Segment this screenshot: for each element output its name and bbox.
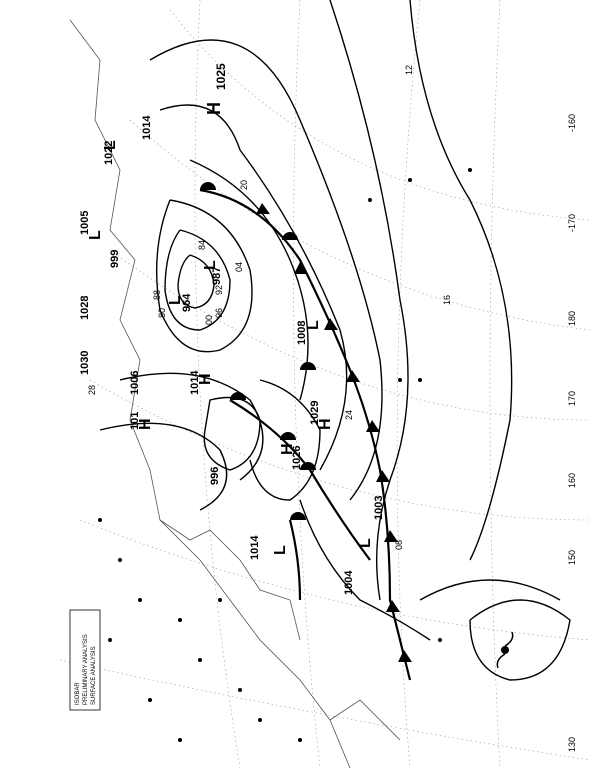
low-marker: L xyxy=(87,230,104,240)
storm-symbol-icon xyxy=(496,631,514,669)
isobar-label: 96 xyxy=(214,308,224,318)
lon-label: -170 xyxy=(567,214,577,232)
pressure-value: 1026 xyxy=(291,446,303,470)
pressure-value: 101 xyxy=(129,412,141,430)
legend-line: ISOBAR xyxy=(75,682,81,705)
isobar-label: 80 xyxy=(157,308,167,318)
isobar-label: 04 xyxy=(234,262,244,272)
pressure-value: 1014 xyxy=(141,115,153,140)
low-marker: L xyxy=(102,140,119,150)
high-marker: H xyxy=(137,418,154,430)
isobar-labels: 12 20 16 24 08 04 00 96 92 88 84 80 28 xyxy=(87,65,452,550)
pressure-systems: H 1025 L 1014 L 1005 999 1028 1030 1006 … xyxy=(79,63,385,595)
isobar-label: 24 xyxy=(344,410,354,420)
isobar-label: 28 xyxy=(87,385,97,395)
station-plots xyxy=(98,168,472,742)
low-marker: L xyxy=(167,295,184,305)
fronts xyxy=(199,182,412,681)
longitude-labels: -160 -170 180 170 160 150 130 xyxy=(567,114,577,752)
low-marker: L xyxy=(202,260,219,270)
pressure-value: 1006 xyxy=(129,371,141,395)
isobar-label: 88 xyxy=(152,290,162,300)
pressure-value: 1022 xyxy=(103,141,115,165)
isobar-label: 08 xyxy=(394,540,404,550)
lon-label: 170 xyxy=(567,391,577,406)
isobar-label: 16 xyxy=(442,295,452,305)
isobar-label: 84 xyxy=(197,240,207,250)
pressure-value: 1028 xyxy=(79,296,91,320)
high-marker: H xyxy=(204,102,224,115)
legend-line: PRELIMINARY ANALYSIS xyxy=(83,634,89,705)
legend-line: SURFACE ANALYSIS xyxy=(91,646,97,705)
isobar-label: 12 xyxy=(404,65,414,75)
coastline xyxy=(69,19,401,768)
graticule xyxy=(59,0,591,768)
map-legend: ISOBAR PRELIMINARY ANALYSIS SURFACE ANAL… xyxy=(69,609,101,711)
pressure-value: 1030 xyxy=(79,351,91,375)
low-marker: L xyxy=(305,320,322,330)
pressure-value: 1003 xyxy=(373,496,385,520)
pressure-value: 996 xyxy=(209,467,221,485)
pressure-value: 987 xyxy=(211,267,223,285)
low-marker: L xyxy=(272,545,289,555)
lon-label: 130 xyxy=(567,737,577,752)
isobar-label: 92 xyxy=(214,285,224,295)
pressure-value: 1025 xyxy=(214,63,228,90)
lon-label: 150 xyxy=(567,550,577,565)
pressure-value: 1029 xyxy=(309,401,321,425)
high-marker: H xyxy=(197,373,214,385)
pressure-value: 1005 xyxy=(79,211,91,235)
lon-label: 180 xyxy=(567,311,577,326)
lon-label: -160 xyxy=(567,114,577,132)
pressure-value: 1008 xyxy=(296,321,308,345)
pressure-value: 1004 xyxy=(343,570,355,595)
pressure-value: 1014 xyxy=(249,535,261,560)
pressure-value: 999 xyxy=(109,250,121,268)
low-marker: L xyxy=(357,538,374,548)
isobars xyxy=(99,0,571,681)
high-marker: H xyxy=(279,443,296,455)
isobar-label: 20 xyxy=(239,180,249,190)
isobar-label: 00 xyxy=(204,315,214,325)
high-marker: H xyxy=(317,418,334,430)
pressure-value: 1014 xyxy=(189,370,201,395)
pressure-value: 964 xyxy=(181,293,193,312)
lon-label: 160 xyxy=(567,473,577,488)
